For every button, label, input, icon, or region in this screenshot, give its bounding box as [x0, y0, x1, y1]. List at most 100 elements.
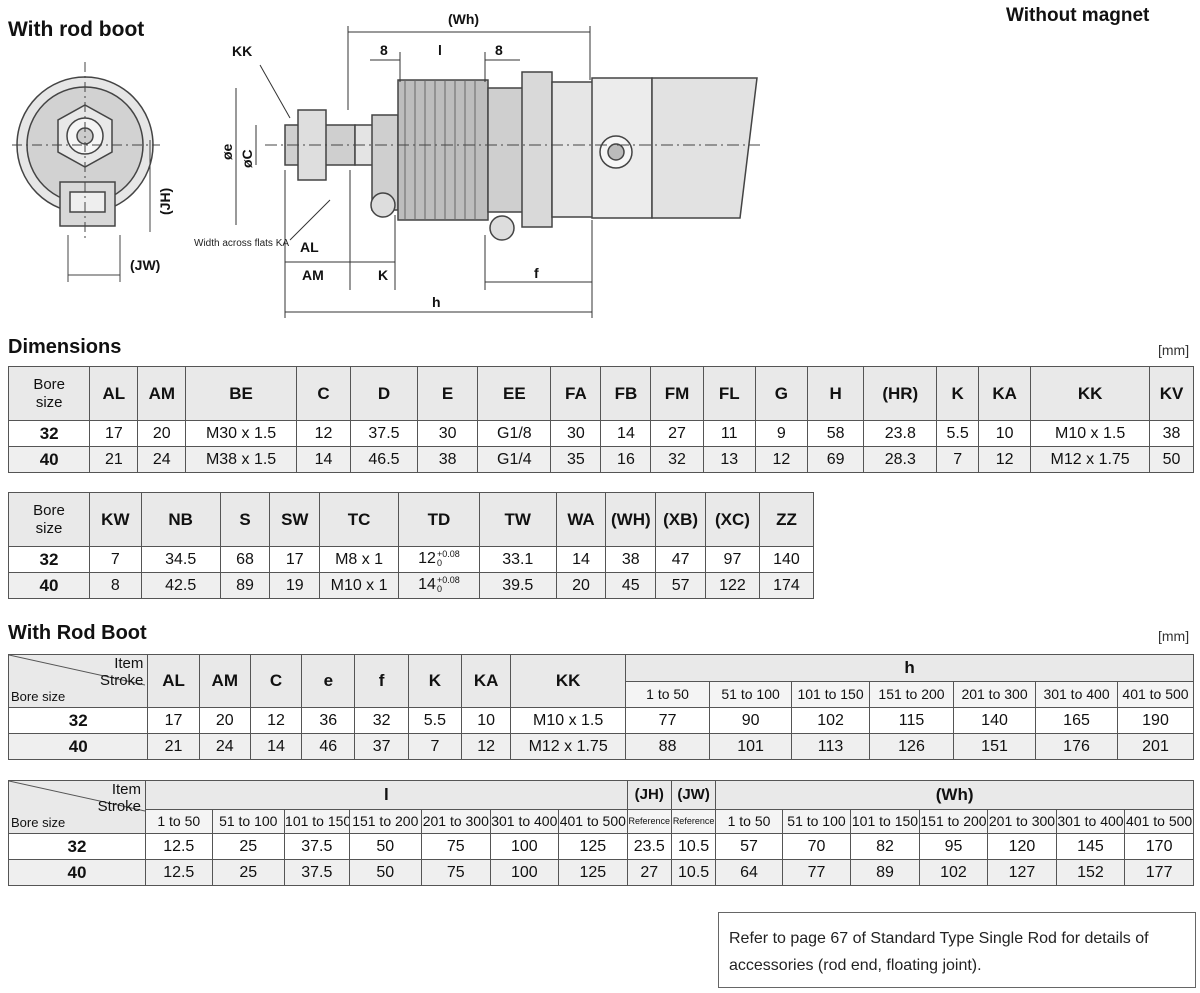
stroke-header: 401 to 500	[1124, 808, 1194, 835]
table-cell: 14	[600, 420, 652, 447]
table-cell: 17	[89, 420, 139, 447]
item-stroke-corner: Item Stroke Bore size	[7, 654, 149, 708]
col-header: TC	[319, 492, 399, 547]
table-cell: 12	[754, 446, 808, 473]
jh-cell: 27	[626, 859, 672, 886]
table-cell: 140	[758, 546, 815, 573]
table-cell: 21	[89, 446, 139, 473]
table-cell: 17	[147, 707, 200, 734]
h-cell: 151	[953, 733, 1037, 760]
l-cell: 125	[558, 833, 628, 860]
stroke-header: 101 to 150	[850, 808, 920, 835]
col-header: e	[301, 654, 356, 708]
h-cell: 113	[791, 733, 870, 760]
rod-boot-table-1: Item Stroke Bore size AL AM C e f K KA K…	[7, 654, 1194, 760]
stroke-header: 201 to 300	[953, 680, 1037, 708]
tolerance-upper: +0.08	[436, 549, 460, 560]
wh-group-header: (Wh)	[715, 780, 1194, 810]
col-header: KV	[1149, 366, 1194, 421]
table-cell: 28.3	[863, 446, 938, 473]
bore-size-cell: 32	[7, 420, 91, 447]
l-cell: 25	[211, 833, 286, 860]
table-cell: 10	[461, 707, 512, 734]
l-cell: 12.5	[145, 833, 213, 860]
h-label: h	[432, 294, 441, 310]
table-cell: 47	[655, 546, 706, 573]
table-cell: 68	[219, 546, 271, 573]
table-cell: 9	[754, 420, 808, 447]
rod-boot-table-2: Item Stroke Bore size l (JH) (JW) (Wh) 1…	[7, 780, 1194, 886]
l-cell: 125	[558, 859, 628, 886]
table-cell: 37	[354, 733, 409, 760]
l-cell: 75	[421, 859, 491, 886]
stroke-header: 151 to 200	[868, 680, 955, 708]
item-stroke-corner: Item Stroke Bore size	[7, 780, 147, 834]
wh-cell: 77	[781, 859, 852, 886]
table-cell: M10 x 1.5	[1030, 420, 1151, 447]
table-cell: 30	[550, 420, 602, 447]
stroke-header: 401 to 500	[558, 808, 628, 835]
table-cell: 34.5	[140, 546, 221, 573]
table-cell: 89	[219, 572, 271, 599]
table-cell: 174	[758, 572, 815, 599]
table-cell: 21	[147, 733, 200, 760]
col-header: K	[407, 654, 463, 708]
col-header: f	[354, 654, 409, 708]
table-cell: 46.5	[350, 446, 418, 473]
table-cell: M12 x 1.75	[510, 733, 627, 760]
table-cell: 12	[249, 707, 303, 734]
col-header: D	[350, 366, 418, 421]
l-cell: 25	[211, 859, 286, 886]
jw-reference: Reference	[670, 808, 717, 835]
stroke-header: 201 to 300	[421, 808, 491, 835]
al-label: AL	[300, 239, 319, 255]
stroke-header: 301 to 400	[1055, 808, 1126, 835]
table-cell: 69	[806, 446, 865, 473]
table-cell: M8 x 1	[319, 546, 399, 573]
col-header: AL	[89, 366, 139, 421]
table-cell: 19	[269, 572, 321, 599]
table-cell: 45	[605, 572, 657, 599]
col-header: KA	[461, 654, 512, 708]
table-cell: M30 x 1.5	[185, 420, 297, 447]
l-cell: 12.5	[145, 859, 213, 886]
stroke-header: 151 to 200	[348, 808, 423, 835]
table-cell: 12	[978, 446, 1032, 473]
l-cell: 50	[348, 859, 423, 886]
col-header: C	[295, 366, 352, 421]
col-header: (WH)	[605, 492, 657, 547]
jw-cell: 10.5	[670, 859, 717, 886]
col-header: TD	[397, 492, 480, 547]
e-label: øe	[219, 143, 235, 160]
col-header: S	[219, 492, 271, 547]
table-cell: G1/8	[477, 420, 552, 447]
col-header: FL	[702, 366, 756, 421]
tolerance-lower: 0	[436, 558, 442, 569]
col-header: FM	[650, 366, 704, 421]
h-cell: 140	[953, 707, 1037, 734]
k-label: K	[378, 267, 388, 283]
jw-cell: 10.5	[670, 833, 717, 860]
table-cell: 14	[249, 733, 303, 760]
col-header: KK	[510, 654, 627, 708]
h-cell: 77	[625, 707, 711, 734]
table-cell: 12	[461, 733, 512, 760]
table-cell: 20	[555, 572, 607, 599]
col-header: AM	[137, 366, 187, 421]
l-cell: 37.5	[284, 833, 350, 860]
f-label: f	[534, 265, 539, 281]
h-cell: 126	[868, 733, 955, 760]
table-cell: 10	[978, 420, 1032, 447]
col-header: KW	[88, 492, 142, 547]
stroke-header: 51 to 100	[211, 808, 286, 835]
col-header: C	[249, 654, 303, 708]
l-label: l	[438, 42, 442, 58]
wh-cell: 89	[850, 859, 920, 886]
table-cell: 122	[704, 572, 760, 599]
